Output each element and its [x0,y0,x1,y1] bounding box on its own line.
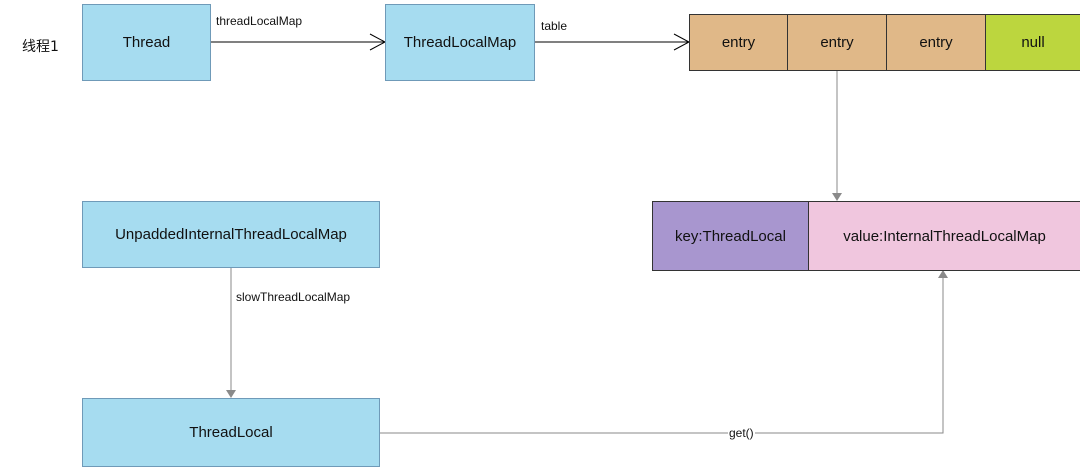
table-cell-entry-2[interactable]: entry [787,14,887,71]
edge-label-get: get() [728,426,755,440]
thread-label: 线程1 [22,39,59,55]
unpadded-map-node[interactable]: UnpaddedInternalThreadLocalMap [82,201,380,268]
edge-label-table: table [541,19,568,33]
table-cell-entry-3[interactable]: entry [886,14,986,71]
edge-map-to-table [535,33,691,51]
edge-label-slow-thread-local-map: slowThreadLocalMap [236,290,351,304]
entry-value-cell[interactable]: value:InternalThreadLocalMap [808,201,1080,271]
edge-label-thread-local-map: threadLocalMap [216,14,303,28]
edge-entry-to-detail [832,70,842,201]
entry-key-cell[interactable]: key:ThreadLocal [652,201,809,271]
edge-unpadded-to-threadlocal [226,268,236,398]
table-cell-entry-1[interactable]: entry [689,14,788,71]
thread-node[interactable]: Thread [82,4,211,81]
edge-threadlocal-get [379,270,948,434]
thread-local-map-node[interactable]: ThreadLocalMap [385,4,535,81]
edge-thread-to-map [211,33,387,51]
table-cell-null[interactable]: null [985,14,1080,71]
thread-local-node[interactable]: ThreadLocal [82,398,380,467]
